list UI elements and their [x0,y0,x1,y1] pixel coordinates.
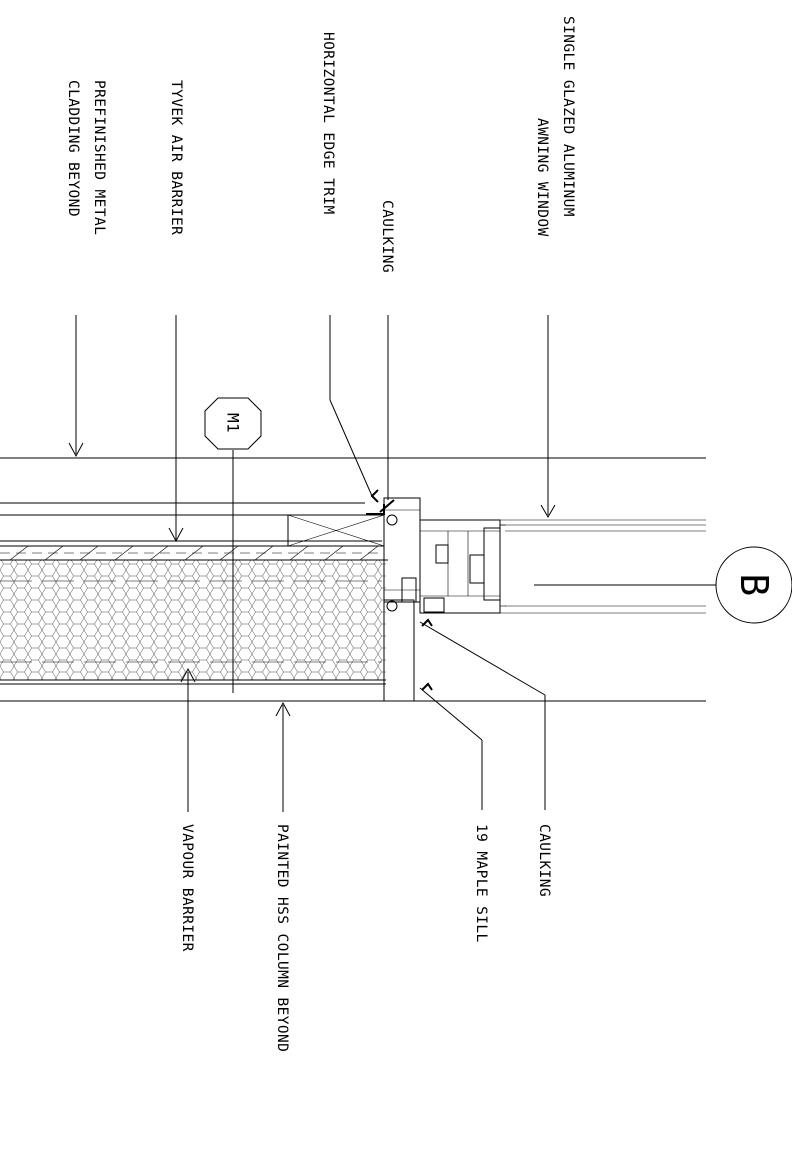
label-single-glazed-line1: SINGLE GLAZED ALUMINUM [560,16,576,217]
reference-lines [0,457,706,702]
caulking-marks [370,489,433,691]
label-caulking-top: CAULKING [379,200,395,273]
detail-tag: B [715,546,792,624]
leader-lines [68,315,716,812]
detail-tag-letter: B [732,573,776,596]
label-maple-sill: 19 MAPLE SILL [473,824,489,943]
window-frame [366,497,506,702]
material-tag-text: M1 [224,413,243,433]
label-horizontal-edge-trim: HORIZONTAL EDGE TRIM [320,32,336,215]
upper-labels: SINGLE GLAZED ALUMINUM AWNING WINDOW CAU… [65,16,576,273]
insulation-fill [0,560,386,680]
label-single-glazed-line2: AWNING WINDOW [534,118,550,237]
lower-labels: CAULKING 19 MAPLE SILL PAINTED HSS COLUM… [179,824,552,1052]
label-caulking-bottom: CAULKING [536,824,552,897]
label-vapour-barrier: VAPOUR BARRIER [179,824,195,952]
label-cladding-line2: CLADDING BEYOND [65,80,81,217]
label-tyvek: TYVEK AIR BARRIER [168,80,184,235]
wall-assembly [0,502,388,685]
label-cladding-line1: PREFINISHED METAL [91,80,107,235]
label-painted-hss: PAINTED HSS COLUMN BEYOND [274,824,290,1052]
material-tag: M1 [204,397,262,450]
